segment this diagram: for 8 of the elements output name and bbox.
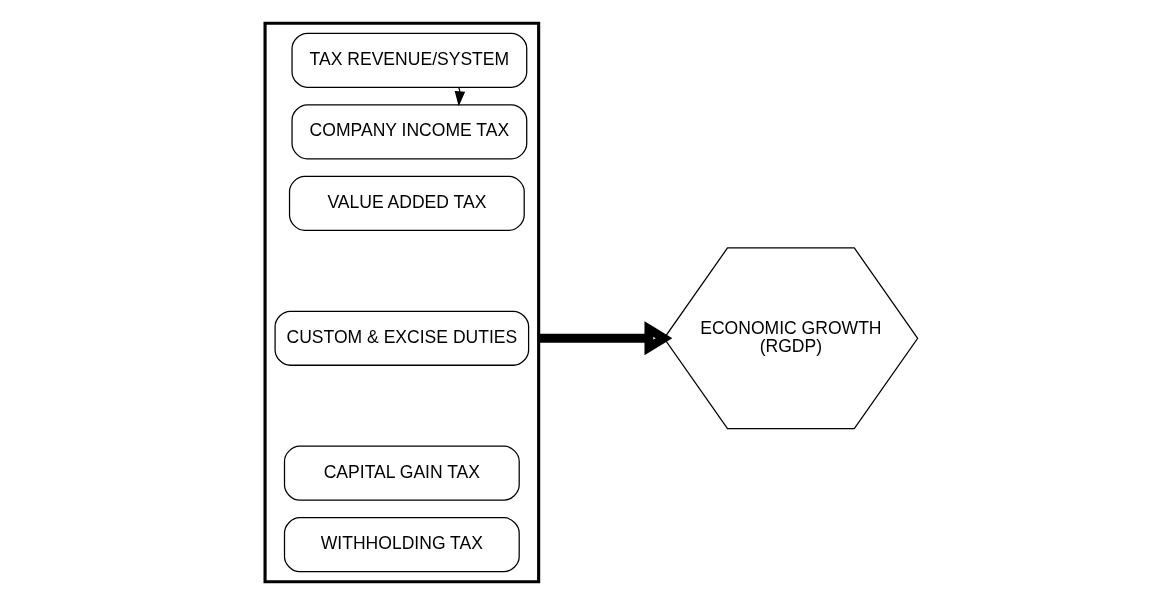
node-box: COMPANY INCOME TAX — [291, 104, 528, 160]
node-box: TAX REVENUE/SYSTEM — [291, 32, 528, 88]
node-box: WITHHOLDING TAX — [283, 517, 520, 573]
cluster — [263, 21, 541, 584]
node-box: CAPITAL GAIN TAX — [283, 445, 520, 501]
node-box: VALUE ADDED TAX — [288, 175, 525, 231]
node-box: CUSTOM & EXCISE DUTIES — [274, 310, 530, 366]
arrow — [538, 321, 673, 356]
